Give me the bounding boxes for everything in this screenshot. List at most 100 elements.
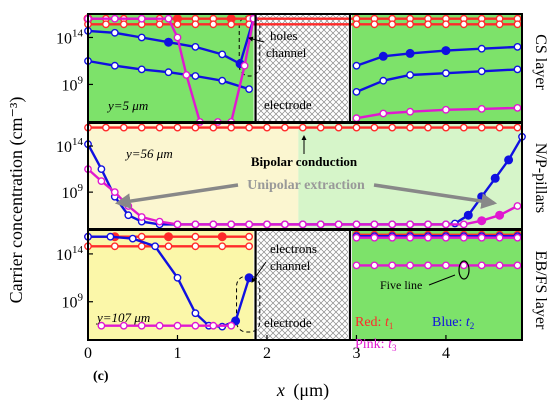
data-point-middle-pink-2-5 — [155, 217, 164, 226]
y-label-bottom: y=107 μm — [95, 310, 150, 325]
data-point-bottom-pink-7-1 — [370, 261, 379, 270]
legend-pink: Pink: t3 — [355, 337, 397, 353]
legend-red-t: t — [385, 315, 390, 330]
series-line-top-blue-3 — [356, 45, 518, 67]
data-point-bottom-pink-3-2 — [137, 321, 146, 330]
y-tick-label-middle-1: 109 — [62, 182, 84, 202]
data-point-middle-pink-2-10 — [245, 220, 254, 229]
data-point-bottom-pink-3-4 — [173, 321, 182, 330]
data-point-bottom-pink-7-6 — [459, 261, 468, 270]
data-point-top-red-1-19 — [513, 20, 522, 29]
data-point-middle-pink-2-23 — [477, 216, 487, 226]
data-point-bottom-blue-2-1 — [106, 232, 115, 241]
legend-blue-label: Blue: — [432, 315, 466, 330]
data-point-top-blue-3-1 — [378, 51, 388, 61]
data-point-bottom-pink-6-7 — [477, 233, 486, 242]
data-point-middle-red-0-13 — [316, 123, 325, 132]
data-point-bottom-blue-2-3 — [151, 242, 160, 251]
data-point-middle-red-0-16 — [370, 123, 379, 132]
data-point-middle-pink-2-15 — [334, 220, 343, 229]
side-label-cs-layer: CS layer — [532, 34, 549, 90]
data-point-top-red-1-14 — [424, 20, 432, 29]
data-point-middle-red-0-5 — [173, 123, 182, 132]
data-point-top-red-1-6 — [191, 20, 200, 29]
data-point-top-blue-4-5 — [218, 76, 227, 85]
np-p-region — [88, 123, 299, 229]
data-point-top-red-1-10 — [352, 20, 361, 29]
unipolar-arrow-right — [373, 183, 498, 209]
data-point-top-pink-7-0 — [352, 114, 361, 123]
data-point-top-red-1-11 — [370, 20, 379, 29]
series-line-top-pink-7 — [356, 106, 518, 120]
holes-channel-pointer — [248, 36, 265, 43]
data-point-bottom-pink-3-7 — [227, 321, 236, 330]
data-point-middle-red-0-18 — [406, 123, 414, 132]
panel-label: (c) — [93, 369, 109, 384]
annotation-holes: holes — [270, 28, 297, 43]
data-point-bottom-pink-3-6 — [209, 321, 218, 330]
data-point-bottom-pink-6-3 — [406, 233, 414, 242]
data-point-middle-blue-1-3 — [124, 211, 133, 220]
frame-bottom — [87, 229, 523, 341]
data-point-top-blue-2-1 — [110, 28, 119, 37]
data-point-top-pink-6-3 — [164, 14, 173, 23]
data-point-middle-red-0-19 — [424, 123, 432, 132]
y-tick-label-top-0: 1014 — [56, 27, 84, 47]
series-line-top-blue-5 — [356, 68, 518, 94]
data-point-top-pink-7-5 — [513, 104, 522, 112]
legend-blue: Blue: t2 — [432, 315, 474, 331]
data-point-bottom-red-0-4 — [191, 232, 200, 241]
data-point-middle-blue-1-26 — [504, 155, 514, 165]
data-point-middle-pink-2-12 — [280, 220, 289, 229]
side-label-ebfs-layer: EB/FS layer — [532, 251, 549, 330]
data-point-middle-pink-2-18 — [388, 220, 397, 229]
data-point-top-pink-6-5 — [182, 71, 191, 79]
x-tick-label-4: 4 — [442, 345, 450, 362]
x-axis-label: x (μm) — [276, 380, 329, 401]
annotation-electrode-top: electrode — [264, 97, 312, 112]
data-point-bottom-blue-2-9 — [244, 273, 254, 283]
data-point-top-blue-2-2 — [137, 33, 146, 42]
five-line-pointer — [428, 274, 456, 286]
annotation-electrode-bottom: electrode — [264, 315, 312, 330]
data-point-top-red-1-15 — [441, 20, 450, 29]
data-point-middle-red-0-24 — [513, 123, 522, 132]
data-point-top-blue-3-0 — [352, 61, 361, 70]
data-point-top-red-1-8 — [227, 20, 236, 29]
data-point-top-blue-5-4 — [477, 67, 486, 76]
data-point-middle-red-0-6 — [191, 123, 200, 132]
data-point-top-blue-3-2 — [405, 48, 415, 58]
data-point-top-red-1-1 — [102, 20, 110, 29]
data-point-top-pink-6-1 — [110, 14, 119, 23]
data-point-middle-red-0-12 — [298, 123, 307, 132]
x-tick-label-0: 0 — [84, 345, 92, 362]
data-point-top-blue-5-1 — [379, 76, 388, 85]
data-point-top-red-1-17 — [477, 20, 486, 29]
annotation-holes-channel: channel — [266, 45, 307, 60]
legend-pink-sub: 3 — [392, 343, 397, 353]
data-point-bottom-pink-7-5 — [441, 261, 450, 270]
side-label-np-pillars: N/P-pillars — [532, 143, 549, 213]
data-point-middle-red-0-1 — [102, 123, 110, 132]
legend-pink-label: Pink: — [355, 337, 388, 352]
y-tick-label-bottom-0: 1014 — [56, 244, 84, 264]
data-series — [83, 14, 526, 331]
data-point-bottom-red-1-1 — [110, 242, 119, 251]
data-point-bottom-red-1-5 — [218, 242, 227, 251]
data-point-top-blue-4-1 — [110, 61, 119, 70]
panel-frames — [87, 13, 523, 341]
data-point-top-blue-4-2 — [137, 65, 146, 74]
data-point-middle-red-0-22 — [477, 123, 486, 132]
data-point-middle-red-0-14 — [334, 123, 343, 132]
data-point-bottom-pink-7-0 — [352, 261, 361, 270]
data-point-middle-pink-2-7 — [191, 220, 200, 229]
data-point-bottom-pink-6-9 — [513, 233, 522, 242]
legend-red-label: Red: — [355, 315, 385, 330]
data-point-middle-red-0-2 — [119, 123, 128, 132]
data-point-middle-blue-1-1 — [97, 165, 106, 174]
data-point-middle-red-0-20 — [441, 123, 450, 132]
data-point-top-blue-4-3 — [164, 68, 173, 77]
x-tick-label-3: 3 — [352, 345, 360, 362]
unipolar-arrow-left — [114, 183, 239, 209]
data-point-bottom-blue-2-5 — [191, 309, 200, 318]
